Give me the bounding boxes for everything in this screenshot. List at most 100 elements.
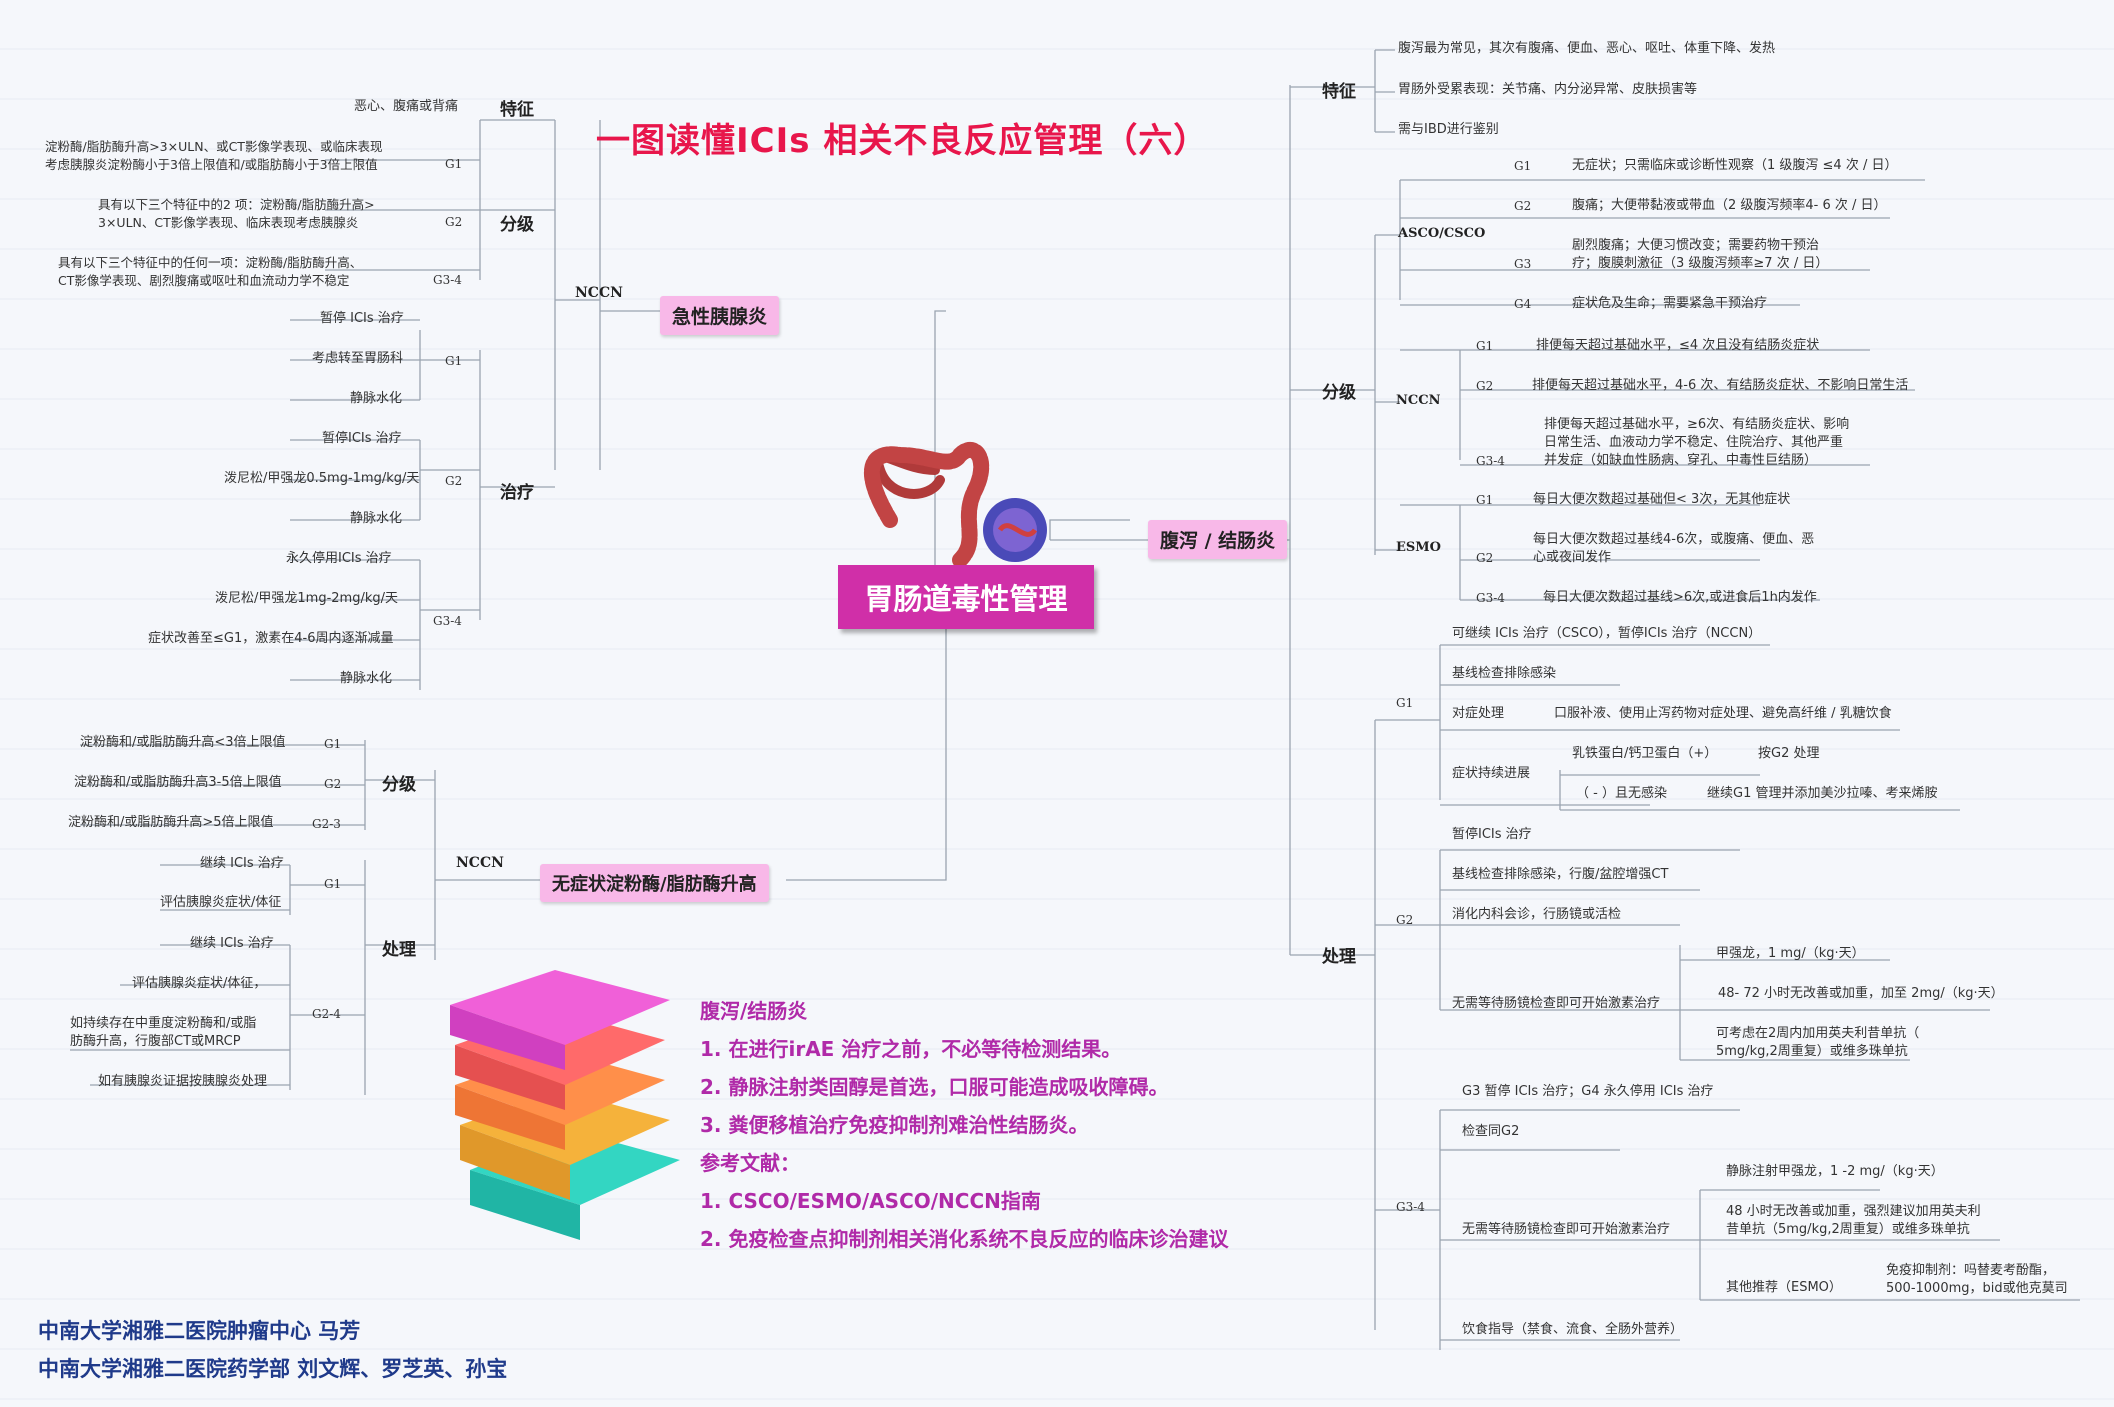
amylase-mgmt-g24-label: G2-4 (312, 1007, 341, 1021)
pancreatitis-grade-g34-label: G3-4 (433, 273, 462, 287)
mgmt-g1-lf-neg: （ - ）且无感染 (1576, 786, 1667, 801)
mgmt-g1-symptomatic-detail: 口服补液、使用止泻药物对症处理、避免高纤维 / 乳糖饮食 (1554, 706, 1892, 721)
branch-pancreatitis: 急性胰腺炎 (660, 296, 780, 335)
esmo-g34-text: 每日大便次数超过基线>6次,或进食后1h内发作 (1543, 590, 1817, 605)
esmo-g34-label: G3-4 (1476, 591, 1505, 605)
mgmt-g34-check: 检查同G2 (1462, 1124, 1520, 1139)
nccn-g1-text: 排便每天超过基础水平，≤4 次且没有结肠炎症状 (1536, 338, 1820, 353)
pancreatitis-grade-g2-label: G2 (445, 215, 463, 229)
mgmt-g34-label: G3-4 (1396, 1200, 1425, 1214)
mgmt-g1-screen: 基线检查排除感染 (1452, 666, 1557, 681)
esmo-g1-label: G1 (1476, 493, 1494, 507)
pancreatitis-tx-g34-item-4: 静脉水化 (340, 671, 393, 686)
amylase-grade-g1-text: 淀粉酶和/或脂肪酶升高<3倍上限值 (80, 735, 286, 750)
esmo-label: ESMO (1396, 540, 1442, 555)
asco-g1-text: 无症状；只需临床或诊断性观察（1 级腹泻 ≤4 次 / 日） (1572, 158, 1898, 173)
note-reference-1: 1. CSCO/ESMO/ASCO/NCCN指南 (700, 1189, 1041, 1213)
pancreatitis-tx-g2-label: G2 (445, 474, 463, 488)
mgmt-g2-hold: 暂停ICIs 治疗 (1452, 827, 1532, 842)
amylase-grading-label: 分级 (382, 775, 416, 795)
mgmt-g1-lf-pos: 乳铁蛋白/钙卫蛋白（+） (1572, 746, 1718, 761)
asco-g1-label: G1 (1514, 159, 1532, 173)
mgmt-g2-s2: 48- 72 小时无改善或加重，加至 2mg/（kg·天） (1718, 986, 2004, 1001)
branch-amylase: 无症状淀粉酶/脂肪酶升高 (540, 864, 769, 902)
mgmt-g34-other: 其他推荐（ESMO） (1726, 1280, 1842, 1295)
note-reference-heading: 参考文献： (700, 1151, 800, 1175)
diarrhea-nccn-label: NCCN (1396, 393, 1441, 408)
esmo-g2-label: G2 (1476, 551, 1494, 565)
amylase-management-label: 处理 (382, 940, 416, 960)
pancreatitis-tx-g2-item-3: 静脉水化 (350, 511, 403, 526)
page-title: 一图读懂ICIs 相关不良反应管理（六） (596, 121, 1209, 161)
pancreatitis-grade-g1-text: 淀粉酶/脂肪酶升高>3×ULN、或CT影像学表现、或临床表现 考虑胰腺炎淀粉酶小… (45, 139, 383, 172)
pancreatitis-tx-g34-item-2: 泼尼松/甲强龙1mg-2mg/kg/天 (215, 591, 398, 606)
pancreatitis-grade-g1-label: G1 (445, 157, 463, 171)
amylase-grade-g23-text: 淀粉酶和/或脂肪酶升高>5倍上限值 (68, 815, 274, 830)
note-item-1: 1. 在进行irAE 治疗之前，不必等待检测结果。 (700, 1037, 1122, 1061)
mgmt-g2-s3: 可考虑在2周内加用英夫利昔单抗（ 5mg/kg,2周重复）或维多珠单抗 (1716, 1026, 1920, 1059)
amylase-mgmt-g24-item-3: 如持续存在中重度淀粉酶和/或脂 肪酶升高，行腹部CT或MRCP (70, 1016, 257, 1049)
asco-g4-label: G4 (1514, 297, 1532, 311)
pancreatitis-treatment-label: 治疗 (500, 483, 534, 503)
pancreatitis-tx-g34-label: G3-4 (433, 614, 462, 628)
amylase-mgmt-g1-label: G1 (324, 877, 342, 891)
pancreatitis-grade-g2-text: 具有以下三个特征中的2 项：淀粉酶/脂肪酶升高> 3×ULN、CT影像学表现、临… (98, 197, 375, 230)
diarrhea-feature-label: 特征 (1322, 82, 1356, 102)
pancreatitis-grade-g34-text: 具有以下三个特征中的任何一项：淀粉酶/脂肪酶升高、 CT影像学表现、剧烈腹痛或呕… (58, 255, 363, 288)
amylase-mgmt-g24-item-1: 继续 ICIs 治疗 (190, 936, 274, 951)
mgmt-g34-head: G3 暂停 ICIs 治疗；G4 永久停用 ICIs 治疗 (1462, 1084, 1714, 1099)
note-reference-2: 2. 免疫检查点抑制剂相关消化系统不良反应的临床诊治建议 (700, 1227, 1229, 1251)
pancreatitis-tx-g1-item-1: 暂停 ICIs 治疗 (320, 311, 404, 326)
mgmt-g1-symptomatic: 对症处理 (1452, 706, 1505, 721)
pancreatitis-tx-g1-label: G1 (445, 354, 463, 368)
mgmt-g34-other-detail: 免疫抑制剂：吗替麦考酚酯， 500-1000mg，bid或他克莫司 (1886, 1263, 2068, 1296)
branch-diarrhea: 腹泻 / 结肠炎 (1148, 520, 1288, 559)
mgmt-g34-s1: 静脉注射甲强龙，1 -2 mg/（kg·天） (1726, 1164, 1944, 1179)
amylase-mgmt-g1-item-2: 评估胰腺炎症状/体征 (160, 895, 282, 910)
pancreatitis-nccn-label: NCCN (575, 285, 623, 301)
note-item-2: 2. 静脉注射类固醇是首选，口服可能造成吸收障碍。 (700, 1075, 1169, 1099)
diarrhea-management-label: 处理 (1322, 947, 1356, 967)
amylase-grade-g2-text: 淀粉酶和/或脂肪酶升高3-5倍上限值 (74, 775, 282, 790)
note-item-3: 3. 粪便移植治疗免疫抑制剂难治性结肠炎。 (700, 1113, 1089, 1137)
amylase-grade-g2-label: G2 (324, 777, 342, 791)
mgmt-g2-s1: 甲强龙，1 mg/（kg·天） (1716, 946, 1865, 961)
mgmt-g1-lf-neg-action: 继续G1 管理并添加美沙拉嗪、考来烯胺 (1707, 786, 1938, 801)
intestine-illustration (864, 442, 1047, 568)
esmo-g2-text: 每日大便次数超过基线4-6次，或腹痛、便血、恶 心或夜间发作 (1533, 532, 1815, 565)
nccn-g1-label: G1 (1476, 339, 1494, 353)
pancreatitis-tx-g2-item-2: 泼尼松/甲强龙0.5mg-1mg/kg/天 (224, 471, 420, 486)
pancreatitis-feature-text: 恶心、腹痛或背痛 (354, 99, 459, 114)
pancreatitis-tx-g34-item-3: 症状改善至≤G1，激素在4-6周内逐渐减量 (148, 631, 394, 646)
author-line-2: 中南大学湘雅二医院药学部 刘文辉、罗芝英、孙宝 (38, 1357, 508, 1381)
pancreatitis-tx-g34-item-1: 永久停用ICIs 治疗 (286, 551, 392, 566)
pancreatitis-tx-g1-item-3: 静脉水化 (350, 391, 403, 406)
nccn-g2-text: 排便每天超过基础水平，4-6 次、有结肠炎症状、不影响日常生活 (1532, 378, 1909, 393)
amylase-mgmt-g1-item-1: 继续 ICIs 治疗 (200, 856, 284, 871)
esmo-g1-text: 每日大便次数超过基础但< 3次，无其他症状 (1533, 492, 1791, 507)
asco-g2-text: 腹痛；大便带黏液或带血（2 级腹泻频率4- 6 次 / 日） (1572, 198, 1887, 213)
author-line-1: 中南大学湘雅二医院肿瘤中心 马芳 (38, 1319, 361, 1343)
amylase-mgmt-g24-item-2: 评估胰腺炎症状/体征， (132, 976, 267, 991)
mgmt-g1-label: G1 (1396, 696, 1414, 710)
pancreatitis-tx-g2-item-1: 暂停ICIs 治疗 (322, 431, 402, 446)
mgmt-g1-persistent: 症状持续进展 (1452, 766, 1531, 781)
nccn-g34-label: G3-4 (1476, 454, 1505, 468)
pancreatitis-grading-label: 分级 (500, 215, 534, 235)
pancreatitis-feature-label: 特征 (500, 100, 534, 120)
mgmt-g2-label: G2 (1396, 913, 1414, 927)
amylase-grade-g1-label: G1 (324, 737, 342, 751)
book-stack-illustration (450, 970, 680, 1240)
note-heading: 腹泻/结肠炎 (700, 999, 808, 1023)
diarrhea-feature-item-3: 需与IBD进行鉴别 (1398, 122, 1499, 137)
diarrhea-grading-label: 分级 (1322, 383, 1356, 403)
mgmt-g1-head: 可继续 ICIs 治疗（CSCO），暂停ICIs 治疗（NCCN） (1452, 626, 1762, 641)
asco-g3-label: G3 (1514, 257, 1532, 271)
asco-g2-label: G2 (1514, 199, 1532, 213)
amylase-grade-g23-label: G2-3 (312, 817, 341, 831)
diarrhea-feature-item-1: 腹泻最为常见，其次有腹痛、便血、恶心、呕吐、体重下降、发热 (1398, 41, 1776, 56)
nccn-g2-label: G2 (1476, 379, 1494, 393)
asco-csco-label: ASCO/CSCO (1398, 226, 1486, 241)
mgmt-g2-steroid: 无需等待肠镜检查即可开始激素治疗 (1452, 996, 1661, 1011)
